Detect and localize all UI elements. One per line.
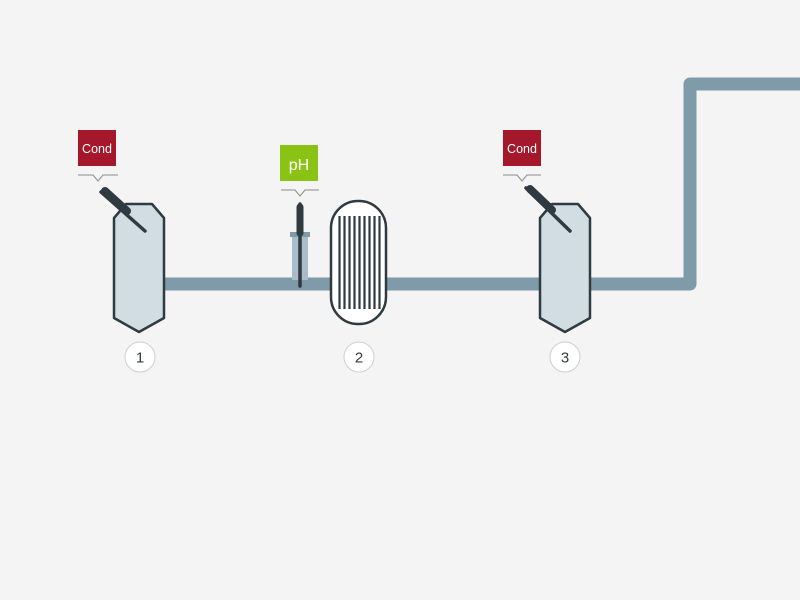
sensor-label-cond-3-box — [503, 130, 541, 166]
heat-exchanger-tubes — [338, 216, 381, 309]
station-badge-2: 2 — [343, 341, 375, 373]
cond-sensor-probe-1 — [99, 187, 147, 233]
station-number-3: 3 — [561, 350, 569, 367]
station-badge-3: 3 — [549, 341, 581, 373]
pipeline — [150, 77, 800, 291]
sensor-label-ph-text: pH — [289, 157, 309, 174]
sensor-label-cond-1-pointer — [78, 174, 118, 182]
sensor-label-ph-pointer — [281, 189, 319, 197]
sensor-label-cond-3-pointer — [503, 174, 541, 182]
sensor-label-ph-box — [280, 145, 318, 181]
station-badge-1: 1 — [124, 341, 156, 373]
cond-sensor-probe-3 — [524, 185, 572, 233]
vessel-1 — [112, 202, 166, 334]
station-number-2: 2 — [355, 350, 363, 367]
sensor-label-cond-3-text: Cond — [507, 142, 537, 156]
sensor-label-cond-1: Cond — [78, 130, 118, 182]
sensor-label-ph: pH — [280, 145, 319, 197]
station-number-1: 1 — [136, 350, 144, 367]
vessel-3 — [538, 202, 592, 334]
sensor-label-cond-1-box — [78, 130, 116, 166]
sensor-label-cond-1-text: Cond — [82, 142, 112, 156]
sensor-label-cond-3: Cond — [503, 130, 541, 182]
